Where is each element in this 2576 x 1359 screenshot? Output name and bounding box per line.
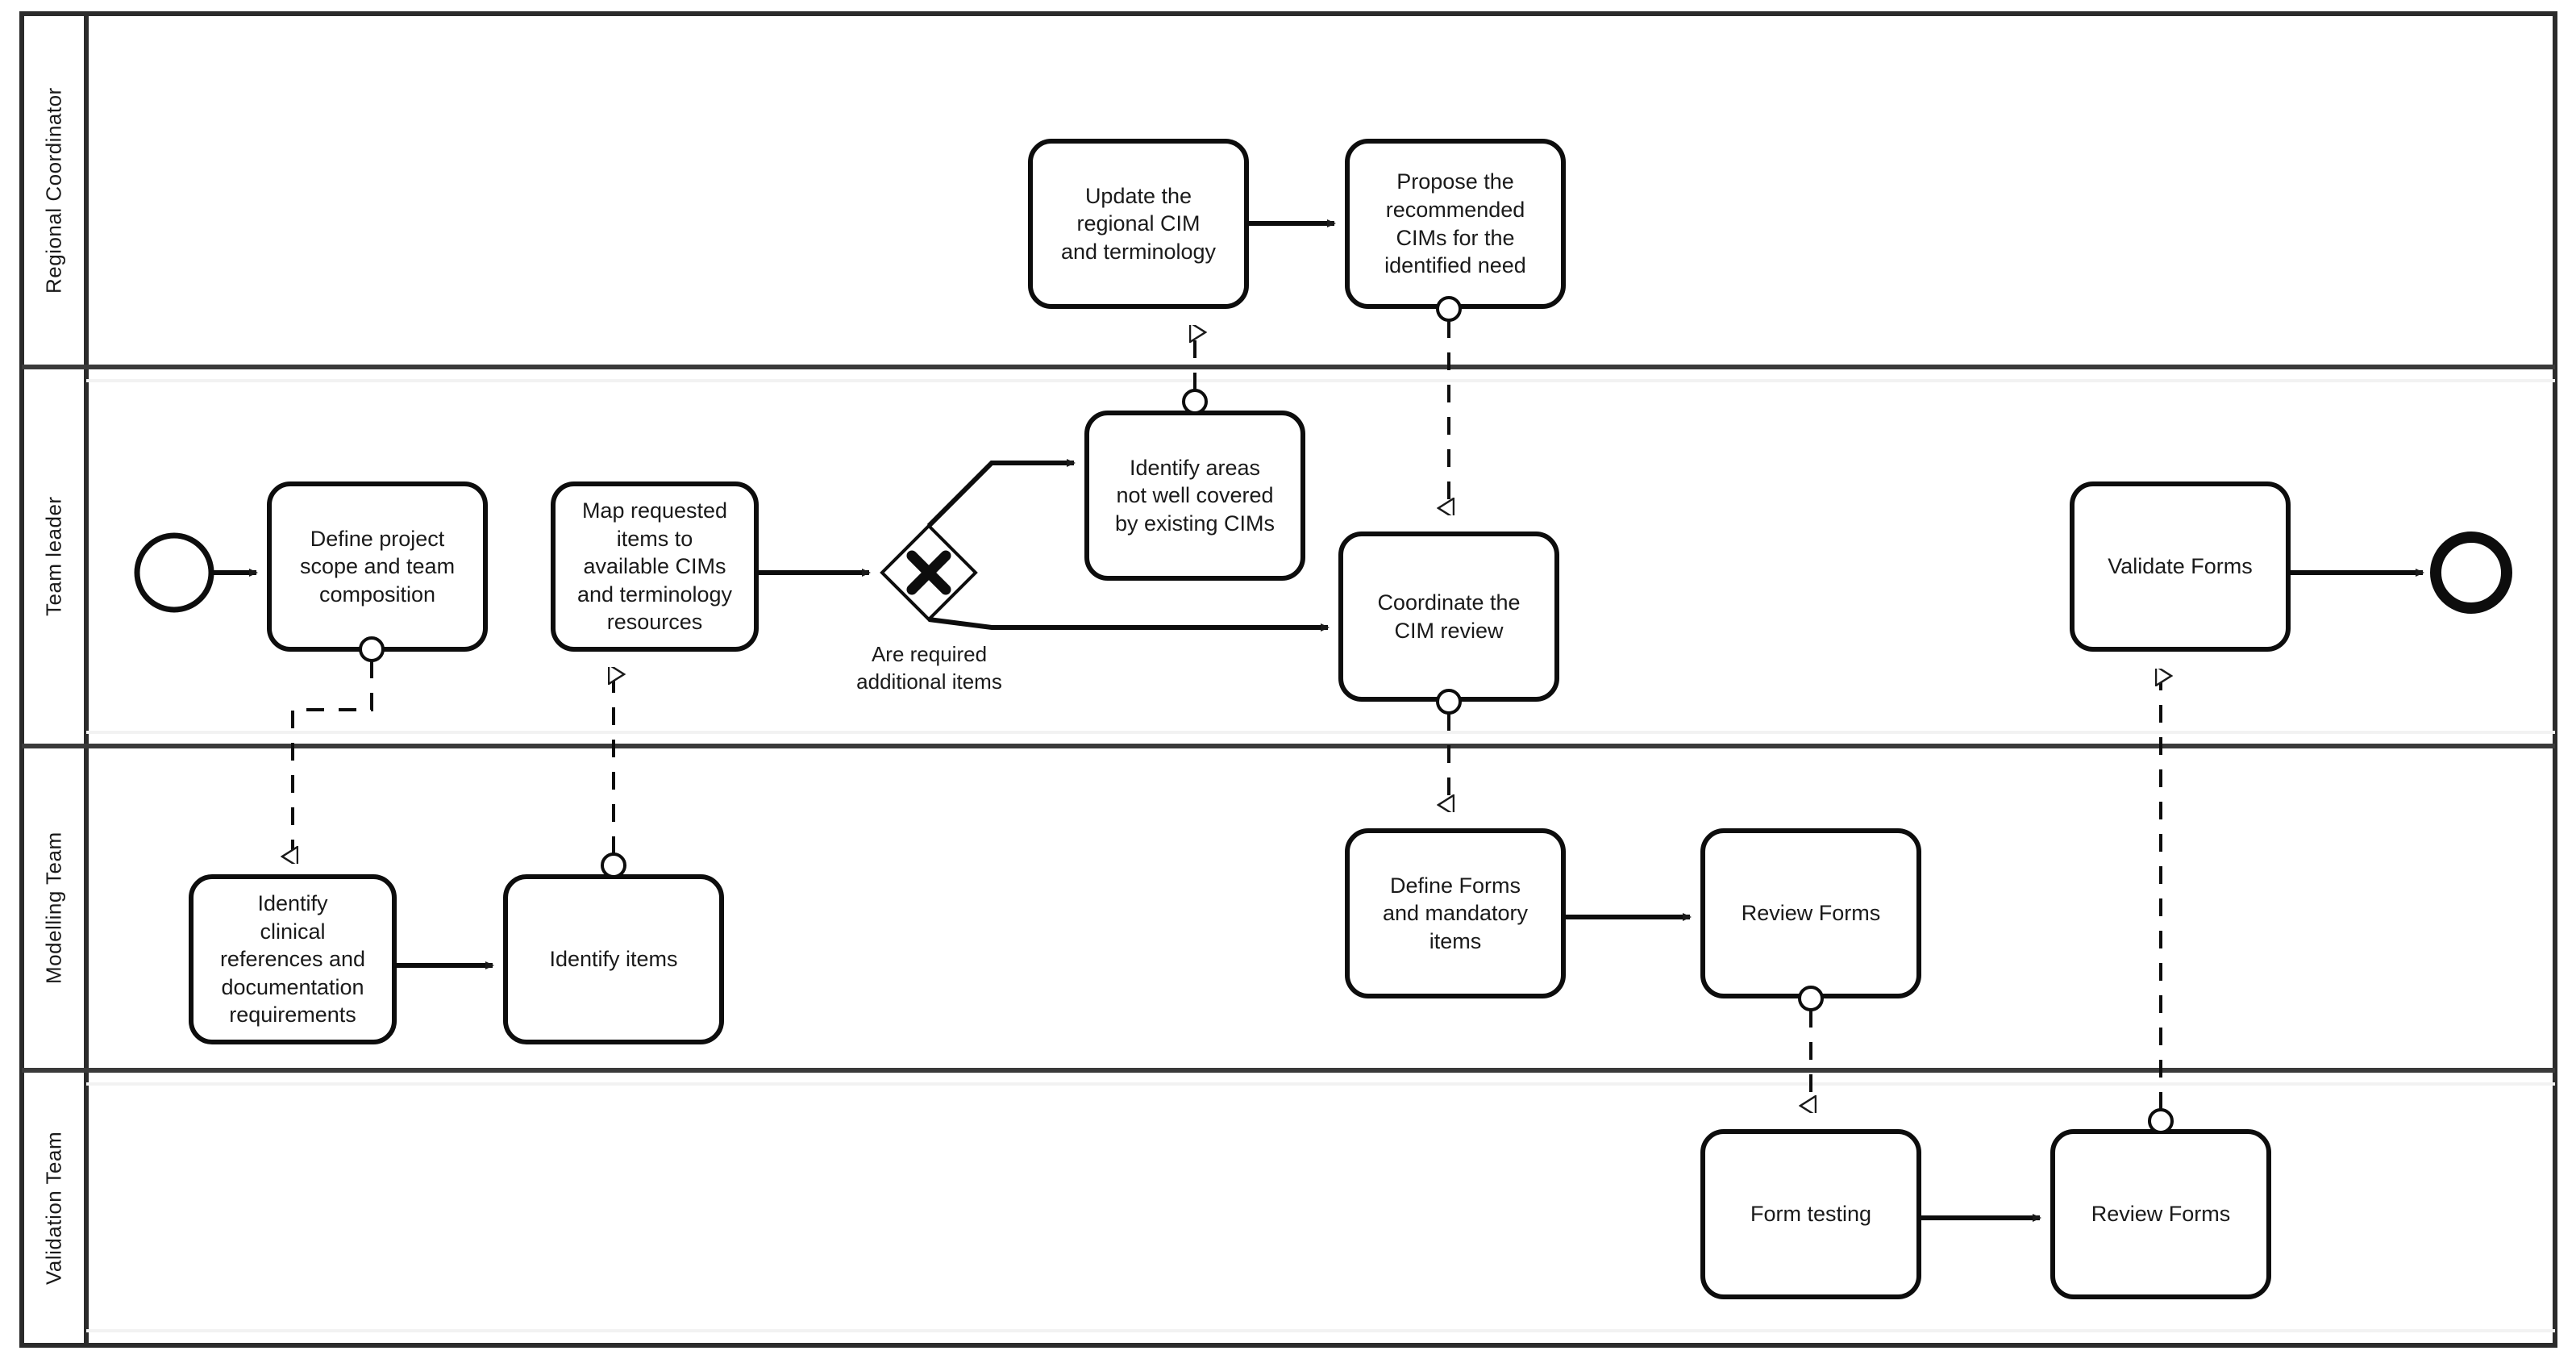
- msg-propose-to-coordinate-review[interactable]: [1436, 296, 1462, 508]
- task-review-forms-modelling-shape[interactable]: [1700, 828, 1921, 998]
- task-map-requested-items-shape[interactable]: [551, 481, 759, 652]
- task-form-testing-shape[interactable]: [1700, 1129, 1921, 1299]
- task-review-forms-validation-shape[interactable]: [2050, 1129, 2271, 1299]
- pool-outline: [19, 11, 2557, 1348]
- lane-label-team-leader: Team leader: [41, 496, 66, 617]
- lane-label-regional-coordinator: Regional Coordinator: [41, 87, 66, 294]
- flow-gateway-to-identify-areas[interactable]: [926, 459, 1076, 528]
- task-propose-recommended-cims-shape[interactable]: [1345, 139, 1566, 309]
- flow-gateway-to-coordinate-review[interactable]: [928, 617, 1330, 632]
- msg-identify-areas-to-update-cim[interactable]: [1182, 332, 1208, 415]
- task-define-project-scope-shape[interactable]: [267, 481, 488, 652]
- task-identify-clinical-references-shape[interactable]: [189, 874, 397, 1044]
- msg-review-forms-to-form-testing[interactable]: [1798, 986, 1824, 1106]
- task-update-regional-cim-shape[interactable]: [1028, 139, 1249, 309]
- msg-review-forms-validation-to-validate-forms[interactable]: [2148, 676, 2174, 1134]
- end-event[interactable]: [2430, 532, 2512, 614]
- msg-coordinate-review-to-define-forms[interactable]: [1436, 689, 1462, 805]
- task-shapes: [189, 139, 2291, 1299]
- sequence-flows: [211, 219, 2424, 1222]
- msg-define-scope-to-identify-clinical[interactable]: [293, 636, 385, 857]
- task-identify-items-shape[interactable]: [503, 874, 724, 1044]
- task-validate-forms-shape[interactable]: [2070, 481, 2291, 652]
- lane-label-validation-team: Validation Team: [41, 1131, 66, 1285]
- task-define-forms-mandatory-items-shape[interactable]: [1345, 828, 1566, 998]
- message-flows: [293, 296, 2174, 1134]
- task-identify-areas-not-covered-shape[interactable]: [1084, 411, 1305, 581]
- lane-label-modelling-team: Modelling Team: [41, 832, 66, 985]
- start-event[interactable]: [134, 532, 214, 613]
- task-coordinate-cim-review-shape[interactable]: [1338, 532, 1559, 702]
- lane-dividers: [22, 365, 2555, 1332]
- msg-identify-items-to-map-requested[interactable]: [601, 674, 626, 878]
- gateway-label-required-additional-items: Are required additional items: [856, 642, 1002, 694]
